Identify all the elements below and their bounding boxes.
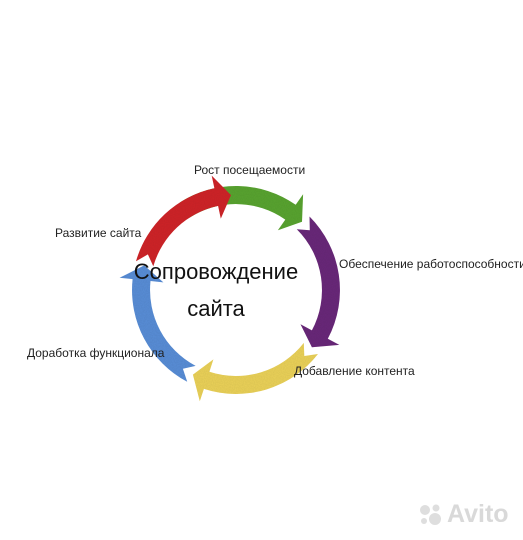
- avito-wordmark: Avito: [447, 500, 509, 528]
- stage-label-content: Добавление контента: [294, 364, 415, 378]
- stage-label-development: Развитие сайта: [55, 226, 142, 240]
- arrow-functionality: [119, 265, 196, 382]
- center-title-line2: сайта: [187, 296, 245, 321]
- arrow-content: [192, 342, 318, 402]
- avito-watermark: Avito: [418, 500, 509, 529]
- arrow-availability: [296, 216, 340, 348]
- center-title-line1: Сопровождение: [133, 259, 299, 284]
- stage-label-functionality: Доработка функционала: [27, 346, 165, 360]
- stage-label-growth: Рост посещаемости: [194, 163, 306, 177]
- stage-label-availability: Обеспечение работоспособности: [339, 257, 523, 271]
- arrow-development: [136, 175, 231, 267]
- avito-logo-icon: [420, 504, 441, 525]
